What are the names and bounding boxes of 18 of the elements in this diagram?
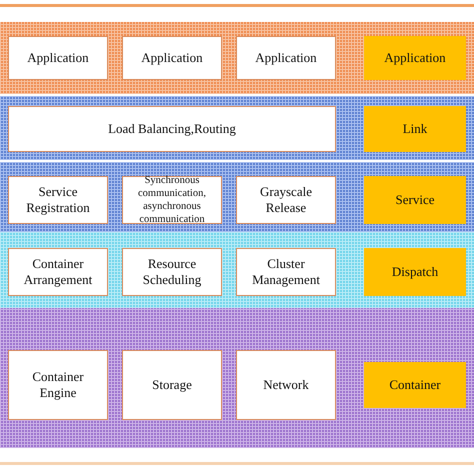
component-box: Service Registration [8, 176, 108, 224]
component-box: Container Engine [8, 350, 108, 420]
layer-label: Link [364, 106, 466, 152]
component-box: Grayscale Release [236, 176, 336, 224]
component-box: Load Balancing,Routing [8, 106, 336, 152]
layer-label: Service [364, 176, 466, 224]
component-box: Container Arrangement [8, 248, 108, 296]
layer-label: Dispatch [364, 248, 466, 296]
layer-label: Application [364, 36, 466, 80]
component-box: Storage [122, 350, 222, 420]
component-box: Synchronous communication, asynchronous communication [122, 176, 222, 224]
component-box: Application [236, 36, 336, 80]
component-box: Network [236, 350, 336, 420]
component-box: Application [8, 36, 108, 80]
component-box: Cluster Management [236, 248, 336, 296]
layer-label: Container [364, 362, 466, 408]
component-box: Resource Scheduling [122, 248, 222, 296]
component-box: Application [122, 36, 222, 80]
